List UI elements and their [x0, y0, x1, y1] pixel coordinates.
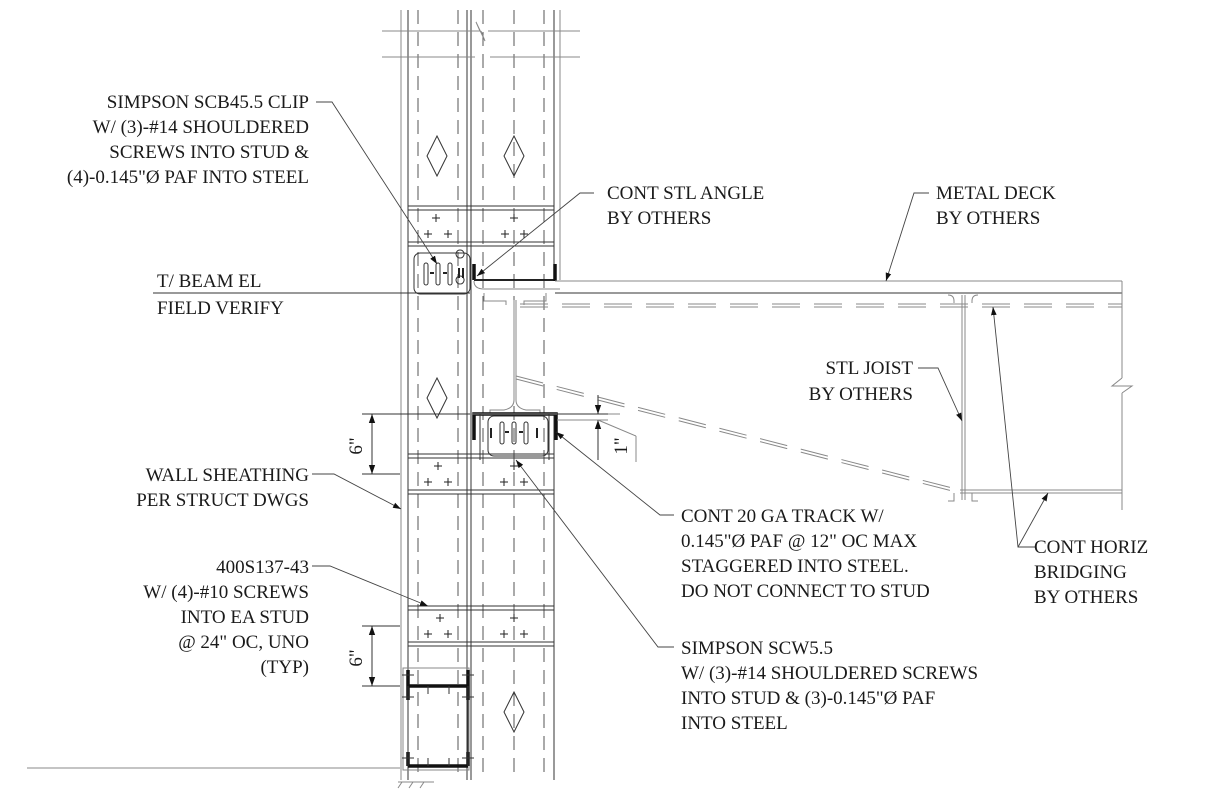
svg-text:WALL SHEATHING: WALL SHEATHING	[146, 465, 310, 486]
dimension-label-6in-lower: 6"	[346, 649, 367, 666]
note-scb-clip: SIMPSON SCB45.5 CLIP W/ (3)-#14 SHOULDER…	[67, 92, 309, 188]
header-track-box	[397, 667, 474, 789]
svg-text:BRIDGING: BRIDGING	[1034, 562, 1127, 583]
leader-horiz-bridging-bottom	[1017, 492, 1049, 548]
note-stud-bridging: 400S137-43 W/ (4)-#10 SCREWS INTO EA STU…	[143, 557, 309, 678]
scb-clip	[413, 249, 471, 295]
svg-text:CONT STL ANGLE: CONT STL ANGLE	[607, 183, 764, 204]
svg-text:SCREWS INTO STUD &: SCREWS INTO STUD &	[109, 142, 309, 163]
svg-text:INTO STUD & (3)-0.145"Ø PAF: INTO STUD & (3)-0.145"Ø PAF	[681, 688, 935, 709]
svg-text:INTO EA STUD: INTO EA STUD	[181, 607, 309, 628]
leader-stl-angle	[476, 192, 594, 277]
svg-text:(TYP): (TYP)	[260, 657, 309, 678]
svg-text:BY OTHERS: BY OTHERS	[607, 208, 711, 229]
dimension-upper-6in: 6"	[346, 413, 470, 475]
note-cont-track: CONT 20 GA TRACK W/ 0.145"Ø PAF @ 12" OC…	[681, 506, 930, 602]
leader-lines	[312, 101, 1049, 648]
svg-text:CONT HORIZ: CONT HORIZ	[1034, 537, 1148, 558]
svg-text:INTO STEEL: INTO STEEL	[681, 713, 788, 734]
svg-text:@ 24" OC, UNO: @ 24" OC, UNO	[178, 632, 309, 653]
svg-text:METAL DECK: METAL DECK	[936, 183, 1056, 204]
beam-and-deck	[153, 280, 1134, 510]
note-metal-deck: METAL DECK BY OTHERS	[936, 183, 1056, 229]
dimension-lower-6in: 6"	[346, 625, 400, 687]
note-stl-joist: STL JOIST BY OTHERS	[809, 358, 914, 405]
steel-angle	[472, 264, 560, 290]
svg-text:W/ (4)-#10 SCREWS: W/ (4)-#10 SCREWS	[143, 582, 309, 603]
bridging-band-lower	[408, 605, 554, 647]
stud-wall	[27, 10, 580, 789]
leader-scb-clip	[316, 101, 438, 265]
note-beam-el: T/ BEAM EL FIELD VERIFY	[157, 271, 284, 319]
svg-text:FIELD VERIFY: FIELD VERIFY	[157, 298, 284, 319]
leader-scw-clip	[515, 459, 674, 648]
joist-bottom-chord-slope	[515, 375, 961, 491]
svg-text:400S137-43: 400S137-43	[216, 557, 309, 578]
svg-text:BY OTHERS: BY OTHERS	[809, 384, 913, 405]
leader-wall-sheathing	[312, 473, 402, 510]
leader-400s137	[312, 565, 429, 607]
svg-text:STAGGERED INTO STEEL.: STAGGERED INTO STEEL.	[681, 556, 909, 577]
svg-text:W/ (3)-#14 SHOULDERED: W/ (3)-#14 SHOULDERED	[93, 117, 309, 138]
stud-knockout-diamond	[503, 690, 525, 734]
bridging-band-upper	[408, 205, 554, 247]
dimension-label-6in: 6"	[346, 437, 367, 454]
stud-knockout-diamond	[426, 376, 448, 420]
svg-text:SIMPSON SCB45.5 CLIP: SIMPSON SCB45.5 CLIP	[107, 92, 309, 113]
svg-text:CONT 20 GA TRACK W/: CONT 20 GA TRACK W/	[681, 506, 884, 527]
note-stl-angle: CONT STL ANGLE BY OTHERS	[607, 183, 764, 229]
leader-horiz-bridging-top	[991, 306, 1036, 548]
stud-knockout-diamond	[426, 134, 448, 178]
scw-clip	[487, 415, 549, 457]
dimension-label-1in: 1"	[611, 437, 632, 454]
dimension-1in: 1"	[557, 395, 637, 462]
leader-metal-deck	[885, 192, 929, 282]
svg-text:SIMPSON SCW5.5: SIMPSON SCW5.5	[681, 638, 833, 659]
svg-text:BY OTHERS: BY OTHERS	[1034, 587, 1138, 608]
svg-text:W/ (3)-#14 SHOULDERED SCREWS: W/ (3)-#14 SHOULDERED SCREWS	[681, 663, 978, 684]
break-symbol	[475, 21, 486, 42]
leader-stl-joist	[918, 367, 963, 422]
leader-cont-track	[555, 431, 674, 516]
svg-text:BY OTHERS: BY OTHERS	[936, 208, 1040, 229]
svg-text:PER STRUCT DWGS: PER STRUCT DWGS	[136, 490, 309, 511]
svg-text:DO NOT CONNECT TO STUD: DO NOT CONNECT TO STUD	[681, 581, 930, 602]
svg-text:(4)-0.145"Ø PAF INTO STEEL: (4)-0.145"Ø PAF INTO STEEL	[67, 167, 309, 188]
note-wall-sheathing: WALL SHEATHING PER STRUCT DWGS	[136, 465, 309, 511]
svg-text:T/ BEAM EL: T/ BEAM EL	[157, 271, 262, 292]
svg-text:0.145"Ø PAF @ 12" OC MAX: 0.145"Ø PAF @ 12" OC MAX	[681, 531, 917, 552]
svg-text:STL JOIST: STL JOIST	[826, 358, 914, 379]
note-horiz-bridging: CONT HORIZ BRIDGING BY OTHERS	[1034, 537, 1148, 608]
stud-knockout-diamond	[503, 134, 525, 178]
note-scw-clip: SIMPSON SCW5.5 W/ (3)-#14 SHOULDERED SCR…	[681, 638, 978, 734]
bridging-band-middle	[408, 453, 554, 495]
